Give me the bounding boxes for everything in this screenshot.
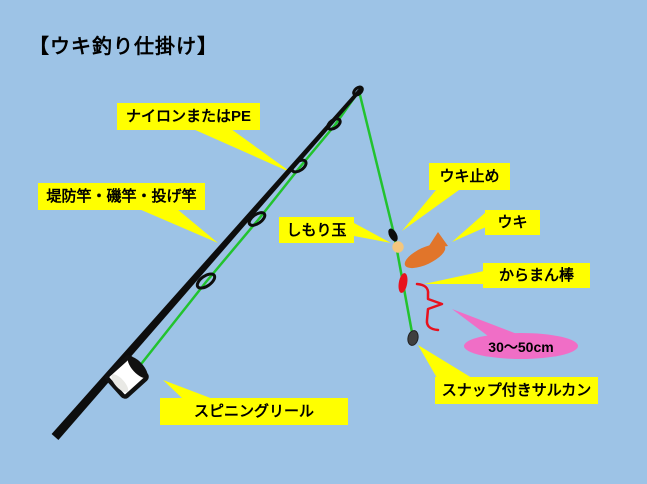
shimori-ball <box>392 241 404 253</box>
label-reel: スピニングリール <box>160 398 348 425</box>
callout-shimori-ball <box>354 223 391 243</box>
rod-guides <box>195 85 364 290</box>
callout-wedges <box>139 129 486 399</box>
callout-reel <box>163 380 213 399</box>
label-shimori-ball: しもり玉 <box>279 217 354 243</box>
rod-guide <box>195 272 217 290</box>
label-float-stopper: ウキ止め <box>429 163 510 190</box>
diagram-title: 【ウキ釣り仕掛け】 <box>29 36 218 58</box>
distance-text: 30〜50cm <box>488 338 554 355</box>
float <box>404 232 448 269</box>
callout-float-stopper <box>402 190 459 231</box>
callout-line <box>193 129 292 173</box>
distance-bubble-ellipse <box>464 333 578 359</box>
label-line: ナイロンまたはPE <box>117 103 260 130</box>
rod-guide <box>326 117 342 131</box>
callout-float <box>452 212 486 242</box>
callout-rod <box>139 209 218 243</box>
callout-karaman-bar <box>424 271 484 284</box>
reel-spool-shading <box>111 374 129 393</box>
float-stopper <box>388 228 398 242</box>
rod-guide <box>290 158 308 174</box>
callout-snap-swivel <box>418 345 472 378</box>
fishing-line <box>137 88 415 369</box>
reel-spool-lip <box>127 356 148 378</box>
distance-bubble-pointer <box>452 309 517 339</box>
snap-swivel <box>407 330 419 346</box>
rod-tip-guide <box>352 85 364 97</box>
distance-bubble <box>452 309 578 359</box>
rod-guide <box>247 211 267 227</box>
label-snap-swivel: スナップ付きサルカン <box>435 377 598 404</box>
karaman-bar <box>398 273 408 293</box>
fishing-rod <box>51 87 363 441</box>
float-body <box>404 243 446 269</box>
distance-bracket <box>415 282 444 332</box>
label-float: ウキ <box>485 210 540 235</box>
label-karaman-bar: からまん棒 <box>483 263 590 288</box>
spinning-reel <box>104 355 149 399</box>
label-rod: 堤防竿・磯竿・投げ竿 <box>38 183 205 210</box>
